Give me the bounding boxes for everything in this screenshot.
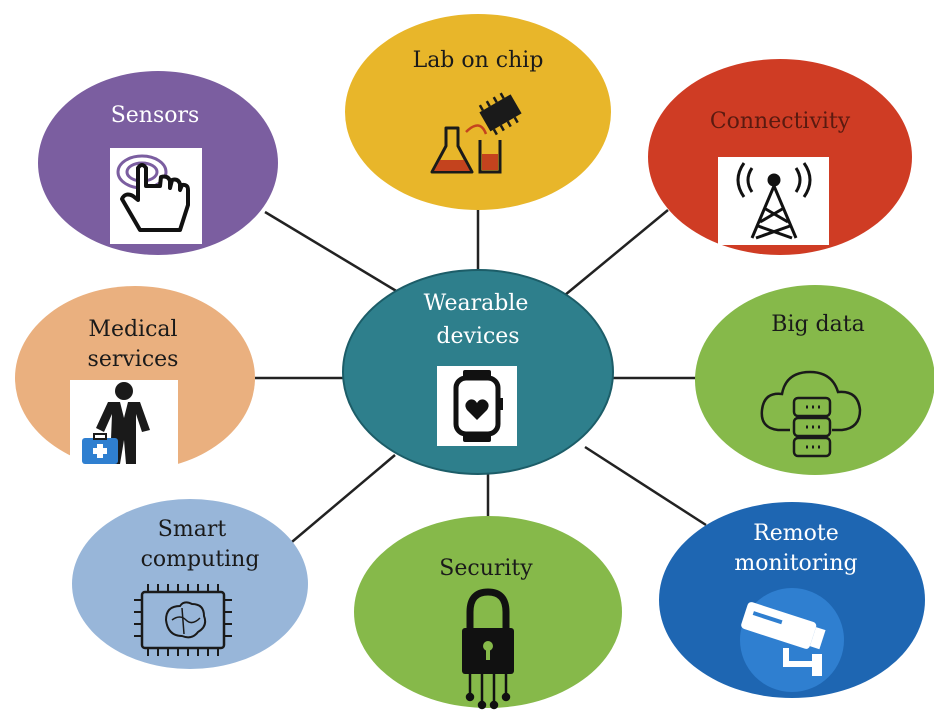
node-sensors-label: Sensors <box>111 103 200 128</box>
node-security: Security <box>354 516 622 710</box>
node-smart-computing-circle <box>72 499 308 669</box>
doctor-medkit-icon <box>70 380 178 470</box>
security-camera-icon <box>740 588 844 692</box>
node-security-label: Security <box>439 556 533 581</box>
node-medical-services-label-line2: services <box>88 347 179 372</box>
connector-sensors <box>264 210 399 294</box>
node-lab-on-chip-label: Lab on chip <box>413 48 544 73</box>
node-smart-computing: Smart computing <box>72 499 308 669</box>
node-medical-services: Medical services <box>15 286 255 470</box>
node-medical-services-label-line1: Medical <box>88 317 177 342</box>
processor-brain-icon <box>134 584 232 656</box>
node-sensors: Sensors <box>38 71 278 255</box>
node-smart-computing-label-line2: computing <box>141 547 260 572</box>
lab-chip-icon <box>430 92 522 174</box>
touch-hand-icon <box>110 148 202 244</box>
center-label-line1: Wearable <box>424 291 529 316</box>
node-big-data-circle <box>695 285 934 475</box>
node-lab-on-chip-circle <box>345 14 611 210</box>
node-big-data: Big data <box>695 285 934 475</box>
smartwatch-heart-icon <box>437 366 517 446</box>
signal-tower-icon <box>718 157 829 245</box>
center-label-line2: devices <box>436 324 519 349</box>
cloud-database-icon <box>760 370 862 458</box>
node-connectivity: Connectivity <box>648 59 912 255</box>
node-connectivity-label: Connectivity <box>710 109 851 134</box>
connector-remote-monitoring <box>584 445 707 527</box>
node-remote-monitoring-label-line1: Remote <box>753 521 839 546</box>
center-node: Wearable devices <box>342 269 614 475</box>
node-security-circle <box>354 516 622 708</box>
connector-connectivity <box>564 209 669 296</box>
padlock-circuit-icon <box>462 588 514 710</box>
connector-smart-computing <box>279 454 396 553</box>
connector-lines <box>255 205 707 553</box>
node-lab-on-chip: Lab on chip <box>345 14 611 210</box>
node-remote-monitoring: Remote monitoring <box>659 502 925 698</box>
node-big-data-label: Big data <box>771 312 864 337</box>
node-smart-computing-label-line1: Smart <box>158 517 227 542</box>
node-remote-monitoring-label-line2: monitoring <box>734 551 857 576</box>
